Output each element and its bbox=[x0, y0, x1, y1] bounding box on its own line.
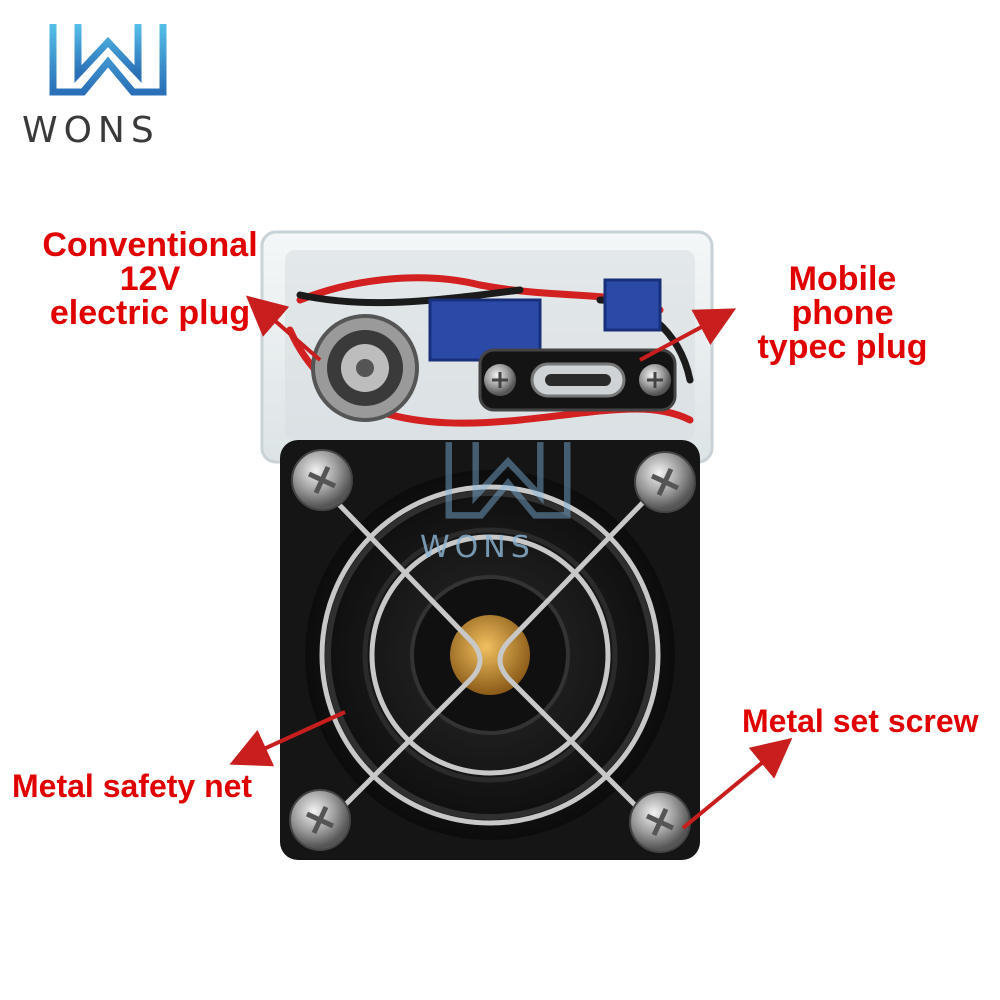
dc-jack-icon bbox=[311, 314, 419, 422]
callout-set-screw-text: Metal set screw bbox=[742, 703, 979, 739]
callout-typec-plug: Mobile phone typec plug bbox=[735, 262, 950, 364]
callout-dc-plug-line2: electric plug bbox=[49, 294, 251, 332]
callout-safety-net: Metal safety net bbox=[12, 770, 267, 802]
wons-logo-icon bbox=[49, 24, 167, 96]
arrow-icon bbox=[229, 295, 793, 830]
callout-safety-net-text: Metal safety net bbox=[12, 768, 253, 804]
callout-dc-plug: Conventional 12V electric plug bbox=[10, 228, 290, 330]
watermark-logo-icon bbox=[445, 442, 571, 519]
fan-grill-icon bbox=[319, 484, 661, 826]
watermark-text: WONS bbox=[420, 530, 535, 565]
callout-set-screw: Metal set screw bbox=[742, 705, 992, 737]
callout-dc-plug-line1: Conventional 12V bbox=[42, 226, 258, 298]
callout-typec-line1: Mobile phone bbox=[788, 260, 897, 332]
wons-logo-text: WONS bbox=[22, 110, 160, 151]
screw-icon bbox=[289, 449, 696, 853]
usb-c-port-icon bbox=[478, 348, 677, 412]
callout-typec-line2: typec plug bbox=[757, 328, 928, 366]
